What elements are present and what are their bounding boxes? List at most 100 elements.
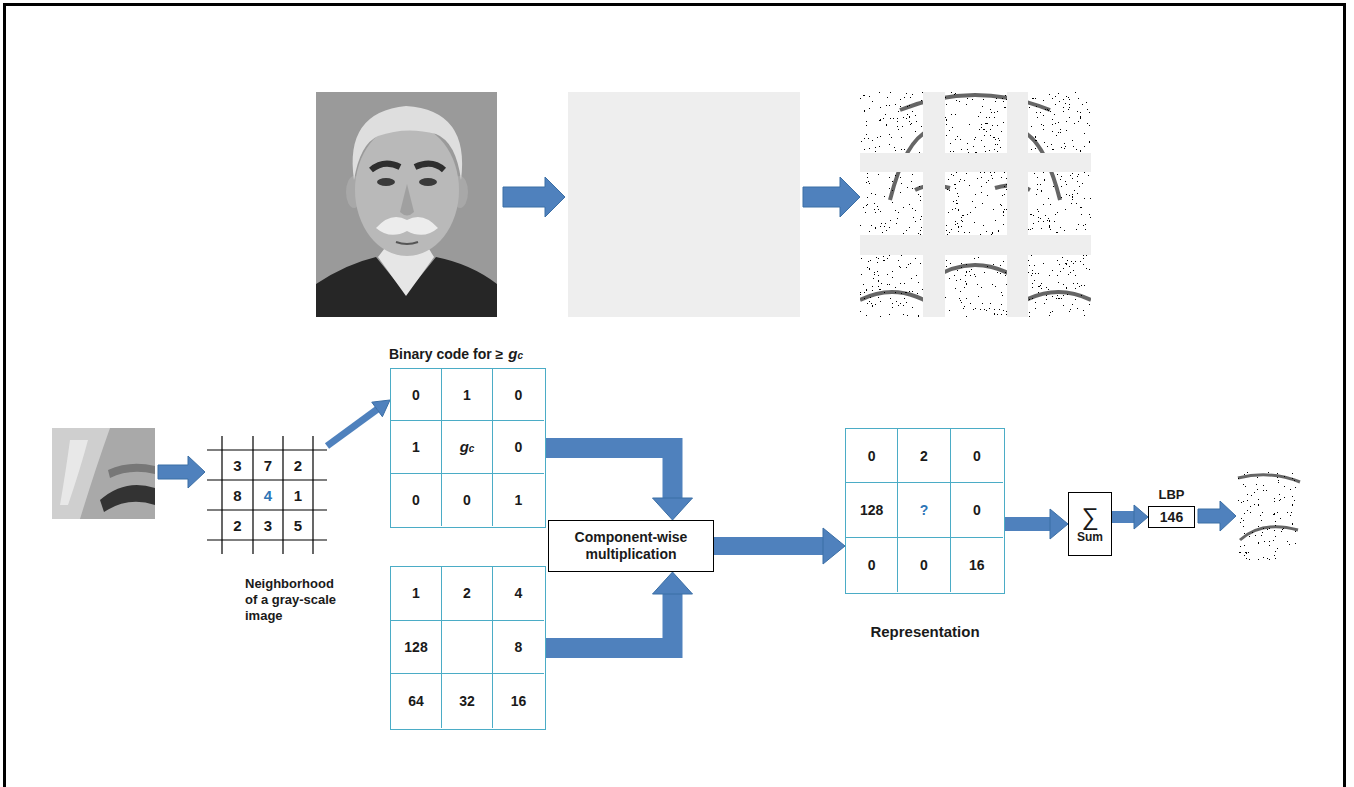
caption-box: Neighborhood of a gray-scale image bbox=[245, 576, 345, 624]
block-arrow bbox=[1005, 509, 1068, 539]
table-cell: 0 bbox=[898, 538, 950, 592]
lbp-texture-grid bbox=[860, 92, 1091, 317]
output-arrow bbox=[1198, 501, 1236, 531]
table-cell: 0 bbox=[951, 429, 1003, 483]
table-cell: 2 bbox=[442, 567, 493, 621]
table-value: 128 bbox=[860, 502, 883, 518]
arrow-head bbox=[1050, 509, 1068, 539]
table-value: 0 bbox=[973, 448, 981, 464]
arrow-body bbox=[327, 409, 377, 446]
lbp-value-box: LBP146 bbox=[1148, 506, 1195, 528]
block-arrow bbox=[714, 528, 845, 564]
table-value: gc bbox=[460, 438, 475, 455]
arrow-head bbox=[1134, 505, 1148, 529]
table-cell: 1 bbox=[391, 567, 442, 621]
arrow-body bbox=[1112, 511, 1134, 523]
arrow-head bbox=[372, 400, 390, 417]
table-cell bbox=[442, 621, 493, 675]
process-box: Component-wise multiplication bbox=[548, 520, 714, 572]
sum-box: ∑Sum bbox=[1068, 492, 1112, 556]
illustration-part bbox=[60, 440, 88, 505]
table-cell: 32 bbox=[442, 674, 493, 728]
table-cell: 0 bbox=[493, 421, 544, 473]
table-value: 2 bbox=[463, 585, 471, 601]
grid-line bbox=[207, 539, 327, 540]
box-text: Component-wise multiplication bbox=[549, 529, 713, 563]
table-value: 8 bbox=[515, 639, 523, 655]
grid-cell: 7 bbox=[254, 451, 282, 479]
table-cell: 0 bbox=[951, 483, 1003, 537]
heading-box: LBP bbox=[1129, 487, 1214, 502]
table-value: 4 bbox=[515, 585, 523, 601]
grid-cell: 2 bbox=[284, 451, 312, 479]
block-arrow bbox=[546, 448, 693, 520]
table-cell: 0 bbox=[493, 369, 544, 421]
block-arrow bbox=[1112, 505, 1148, 529]
grid-line bbox=[252, 436, 253, 554]
top-arrow bbox=[503, 177, 565, 217]
pixel-value: 7 bbox=[264, 457, 272, 474]
heading-text: gc bbox=[508, 345, 523, 362]
lbp-value: 146 bbox=[1160, 509, 1183, 525]
table-value: 1 bbox=[463, 387, 471, 403]
table-cell: 0 bbox=[846, 429, 898, 483]
sum-label: Sum bbox=[1077, 530, 1103, 545]
illustration-part bbox=[860, 92, 1091, 317]
table-cell: 0 bbox=[391, 369, 442, 421]
table-value: 0 bbox=[868, 557, 876, 573]
illustration-part bbox=[52, 428, 110, 519]
table-cell: 16 bbox=[493, 674, 544, 728]
table-value: 0 bbox=[463, 492, 471, 508]
illustration-part bbox=[860, 92, 1091, 317]
grid-line bbox=[282, 436, 283, 554]
arrow-body bbox=[714, 537, 823, 555]
grid-line bbox=[207, 509, 327, 510]
input-arrow bbox=[158, 456, 205, 488]
grid-cell: 8 bbox=[223, 481, 252, 509]
table-cell: 0 bbox=[391, 474, 442, 526]
illustration-part bbox=[108, 464, 155, 478]
table-value: 1 bbox=[412, 439, 420, 455]
table-cell: 1 bbox=[391, 421, 442, 473]
matrix-table: 1241288643216 bbox=[390, 566, 546, 730]
table-cell: 0 bbox=[846, 538, 898, 592]
grid-line bbox=[207, 449, 327, 450]
table-value: 128 bbox=[404, 639, 427, 655]
table-cell: 128 bbox=[846, 483, 898, 537]
sum-symbol: ∑ bbox=[1081, 504, 1098, 530]
grid-cell: 4 bbox=[254, 481, 282, 509]
table-cell: 8 bbox=[493, 621, 544, 675]
table-cell: gc bbox=[442, 421, 493, 473]
table-cell: 1 bbox=[493, 474, 544, 526]
table-cell: 16 bbox=[951, 538, 1003, 592]
table-value: 0 bbox=[412, 387, 420, 403]
pixel-value: 8 bbox=[233, 487, 241, 504]
lbp-heading: LBP bbox=[1159, 487, 1185, 502]
heading-text: Binary code for ≥ bbox=[389, 346, 503, 362]
illustration-part bbox=[100, 485, 155, 512]
eye-crop-photo bbox=[52, 428, 155, 519]
illustration-part bbox=[158, 456, 205, 488]
grid-line bbox=[207, 479, 327, 480]
table-value: ? bbox=[920, 502, 929, 518]
grid-cell: 1 bbox=[284, 481, 312, 509]
table-value: 32 bbox=[459, 693, 475, 709]
pixel-value: 1 bbox=[294, 487, 302, 504]
illustration-part bbox=[52, 428, 155, 519]
matrix-table: 020128?00016Representation bbox=[845, 428, 1005, 594]
pixel-neighborhood-grid: 372841235Neighborhood of a gray-scale im… bbox=[207, 436, 327, 554]
arrow-head bbox=[653, 498, 693, 520]
table-value: 0 bbox=[973, 502, 981, 518]
illustration-part bbox=[1238, 472, 1300, 560]
arrow-body bbox=[546, 448, 673, 498]
arrow-body bbox=[1005, 517, 1050, 531]
pixel-value: 3 bbox=[264, 517, 272, 534]
grid-cell: 3 bbox=[223, 451, 252, 479]
table-cell: 0 bbox=[442, 474, 493, 526]
table-value: 1 bbox=[412, 585, 420, 601]
table-cell: 1 bbox=[442, 369, 493, 421]
illustration-part bbox=[1238, 475, 1300, 540]
pixel-value: 2 bbox=[233, 517, 241, 534]
